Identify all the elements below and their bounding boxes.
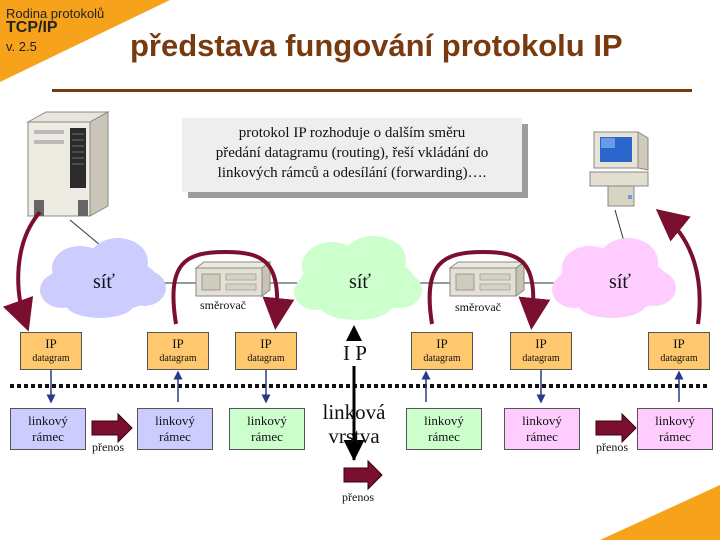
corner-decoration-bottom-right [600,485,720,540]
ip-datagram-title: IP [436,336,448,351]
brand-version: v. 2.5 [6,39,37,54]
link-frame-title: linkový [522,413,562,428]
brand-name: TCP/IP [6,19,58,36]
link-frame-subtitle: rámec [32,429,64,444]
ip-datagram-subtitle: datagram [660,353,698,364]
link-frame-box: linkový rámec [137,408,213,450]
cloud-label-left: síť [93,271,115,293]
ip-datagram-subtitle: datagram [32,353,70,364]
server-icon [26,111,110,217]
link-frame-title: linkový [28,413,68,428]
ip-datagram-title: IP [673,336,685,351]
ip-datagram-title: IP [172,336,184,351]
link-frame-subtitle: rámec [659,429,691,444]
ip-datagram-box: IP datagram [411,332,473,370]
title-underline [52,89,692,92]
link-frame-title: linkový [247,413,287,428]
corner-decoration-top-left [0,0,170,82]
ip-datagram-box: IP datagram [648,332,710,370]
link-frame-title: linkový [155,413,195,428]
router-icon [448,261,526,297]
link-frame-box: linkový rámec [406,408,482,450]
ip-datagram-subtitle: datagram [247,353,285,364]
ip-datagram-subtitle: datagram [159,353,197,364]
link-frame-title: linkový [655,413,695,428]
ip-datagram-box: IP datagram [235,332,297,370]
cloud-label-right: síť [609,271,631,293]
link-frame-subtitle: rámec [251,429,283,444]
transfer-arrows [91,412,637,491]
callout-line: linkových rámců a odesílání (forwarding)… [217,165,487,181]
router-icon [194,261,272,297]
routing-description-callout: protokol IP rozhoduje o dalším směru pře… [182,118,522,192]
link-layer-label: linková vrstva [314,400,394,448]
router-label: směrovač [200,298,246,312]
link-frame-box: linkový rámec [504,408,580,450]
ip-datagram-box: IP datagram [147,332,209,370]
transfer-label: přenos [596,440,628,454]
router-label: směrovač [455,300,501,314]
ip-datagram-title: IP [535,336,547,351]
routing-arrows [2,208,702,332]
link-frame-box: linkový rámec [637,408,713,450]
link-frame-subtitle: rámec [428,429,460,444]
ip-datagram-subtitle: datagram [423,353,461,364]
ip-layer-label: I P [341,341,369,366]
link-layer-label-line: linková [322,400,386,424]
link-frame-box: linkový rámec [10,408,86,450]
link-frame-subtitle: rámec [159,429,191,444]
cloud-middle-shape [294,236,422,320]
link-frame-subtitle: rámec [526,429,558,444]
cloud-label-middle: síť [349,271,371,293]
transfer-label: přenos [92,440,124,454]
computer-icon [589,131,649,207]
callout-line: protokol IP rozhoduje o dalším směru [238,125,466,141]
page-title: představa fungování protokolu IP [130,28,623,63]
brand-line: Rodina protokolů [6,6,105,21]
link-layer-label-line: vrstva [328,424,380,448]
ip-datagram-subtitle: datagram [522,353,560,364]
cloud-left-shape [40,238,166,318]
link-frame-title: linkový [424,413,464,428]
ip-datagram-box: IP datagram [510,332,572,370]
cloud-right-shape [552,238,676,318]
link-frame-box: linkový rámec [229,408,305,450]
ip-datagram-title: IP [260,336,272,351]
encapsulation-arrows [46,370,684,404]
ip-datagram-box: IP datagram [20,332,82,370]
transfer-label: přenos [342,490,374,504]
callout-line: předání datagramu (routing), řeší vkládá… [215,145,489,161]
ip-datagram-title: IP [45,336,57,351]
